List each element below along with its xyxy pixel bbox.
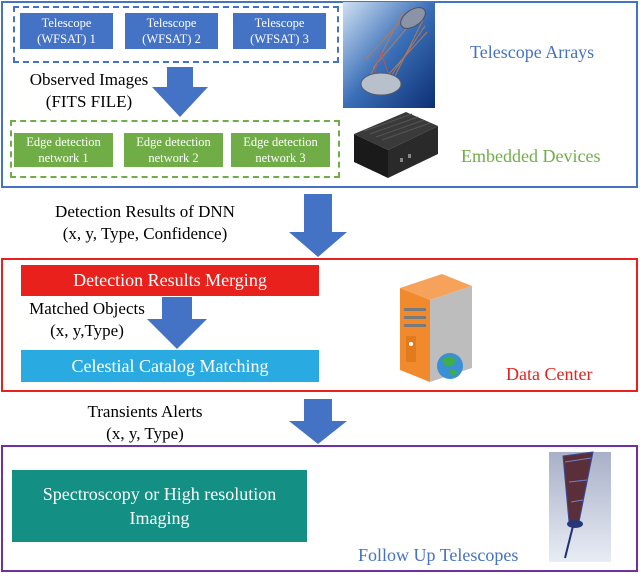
edge-network-box-1: Edge detection network 1 xyxy=(14,133,113,167)
alerts-line2: (x, y, Type) xyxy=(106,424,184,443)
telescope-2-line1: Telescope xyxy=(146,16,197,30)
followup-telescopes-label: Follow Up Telescopes xyxy=(358,545,519,565)
embedded-devices-label: Embedded Devices xyxy=(461,146,601,166)
arrow-observed xyxy=(152,67,208,117)
followup-telescope-illustration xyxy=(549,451,611,562)
edge-3-line1: Edge detection xyxy=(243,135,318,149)
observed-images-label: Observed Images (FITS FILE) xyxy=(14,69,164,113)
matched-line1: Matched Objects xyxy=(29,299,145,318)
alerts-line1: Transients Alerts xyxy=(87,402,203,421)
arrow-matched xyxy=(147,297,207,349)
telescope-section-frame xyxy=(1,1,638,188)
spectroscopy-line2: Imaging xyxy=(129,508,190,528)
telescope-group xyxy=(13,6,339,63)
server-icon xyxy=(400,274,472,382)
telescope-1-line2: (WFSAT) 1 xyxy=(37,32,96,46)
spectroscopy-box: Spectroscopy or High resolution Imaging xyxy=(12,470,307,542)
transients-alerts-label: Transients Alerts (x, y, Type) xyxy=(60,401,230,445)
edge-1-line2: network 1 xyxy=(38,151,89,165)
telescope-arrays-label: Telescope Arrays xyxy=(470,42,595,62)
edge-network-box-3: Edge detection network 3 xyxy=(231,133,330,167)
edge-device-group xyxy=(10,120,340,178)
followup-section-frame xyxy=(1,445,638,572)
dnn-results-line1: Detection Results of DNN xyxy=(55,202,235,221)
telescope-box-1: Telescope (WFSAT) 1 xyxy=(20,13,113,49)
edge-network-box-2: Edge detection network 2 xyxy=(124,133,223,167)
matched-line2: (x, y,Type) xyxy=(50,321,124,340)
edge-2-line2: network 2 xyxy=(148,151,199,165)
data-center-label: Data Center xyxy=(506,364,593,384)
telescope-box-2: Telescope (WFSAT) 2 xyxy=(125,13,218,49)
edge-1-line1: Edge detection xyxy=(26,135,101,149)
edge-3-line2: network 3 xyxy=(255,151,306,165)
telescope-3-line2: (WFSAT) 3 xyxy=(250,32,309,46)
embedded-device-icon xyxy=(354,112,438,178)
dnn-results-line2: (x, y, Type, Confidence) xyxy=(62,224,228,243)
telescope-2-line2: (WFSAT) 2 xyxy=(142,32,201,46)
detection-merging-box: Detection Results Merging xyxy=(21,265,319,296)
observed-line2: (FITS FILE) xyxy=(45,92,133,111)
catalog-matching-box: Celestial Catalog Matching xyxy=(21,350,319,382)
telescope-3-line1: Telescope xyxy=(254,16,305,30)
arrow-alerts xyxy=(289,399,347,444)
telescope-illustration xyxy=(343,2,435,108)
telescope-box-3: Telescope (WFSAT) 3 xyxy=(233,13,326,49)
arrow-dnn-results xyxy=(289,194,347,257)
observed-line1: Observed Images xyxy=(29,70,149,89)
telescope-1-line1: Telescope xyxy=(41,16,92,30)
edge-2-line1: Edge detection xyxy=(136,135,211,149)
data-center-section-frame xyxy=(1,258,638,392)
dnn-results-label: Detection Results of DNN (x, y, Type, Co… xyxy=(20,201,270,245)
spectroscopy-line1: Spectroscopy or High resolution xyxy=(42,484,277,504)
matched-objects-label: Matched Objects (x, y,Type) xyxy=(10,298,164,342)
